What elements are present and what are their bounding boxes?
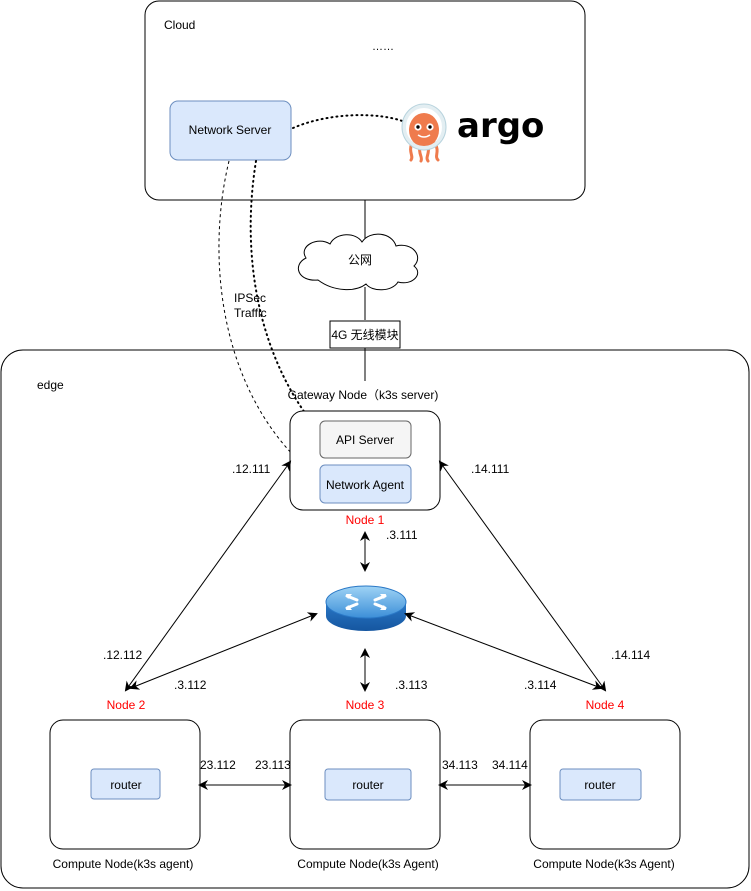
argo-octopus-icon (401, 103, 447, 163)
network-server-label: Network Server (189, 123, 272, 137)
argo-logo-text: argo (457, 106, 544, 146)
gateway-node4-arrow (438, 460, 607, 692)
compute-node-3-caption: Compute Node(k3s Agent) (297, 857, 438, 871)
ip-3-114: .3.114 (524, 678, 557, 692)
node4-label: Node 4 (586, 698, 625, 712)
api-server-label: API Server (336, 433, 394, 447)
ip-3-113: .3.113 (395, 678, 428, 692)
modem-box[interactable] (329, 320, 401, 349)
cloud-label: Cloud (164, 18, 195, 32)
network-server-box[interactable] (169, 100, 292, 161)
compute-node-4-caption: Compute Node(k3s Agent) (533, 857, 674, 871)
ip-14-111: .14.111 (471, 462, 510, 476)
router-label-node2: router (110, 778, 141, 792)
network-agent-label: Network Agent (326, 478, 405, 492)
ip-34-113: 34.113 (442, 758, 478, 772)
gateway-node2-arrow (124, 460, 292, 692)
router-label-node4: router (584, 778, 615, 792)
router-box-node2[interactable] (90, 768, 161, 800)
network-agent-box[interactable] (319, 464, 412, 504)
node2-label: Node 2 (107, 698, 146, 712)
node3-label: Node 3 (346, 698, 385, 712)
internet-cloud-shape (297, 233, 419, 291)
router-label-node3: router (352, 778, 383, 792)
internet-label: 公网 (348, 253, 372, 267)
ipsec-dashed-line (218, 160, 319, 479)
server-argo-link (292, 114, 406, 129)
router-box-node4[interactable] (559, 768, 642, 801)
ip-14-114: .14.114 (611, 648, 650, 662)
router-icon (325, 585, 407, 631)
ip-3-111: .3.111 (386, 528, 418, 542)
ip-12-111: .12.111 (232, 462, 271, 476)
edge-container (0, 349, 750, 889)
ip-34-114: 34.114 (492, 758, 528, 772)
node1-label: Node 1 (346, 513, 385, 527)
ipsec-dotted-line (249, 160, 319, 431)
ipsec-label-line2: Traffic (234, 306, 267, 320)
ip-23-113: 23.113 (255, 758, 291, 772)
gateway-title: Gateway Node（k3s server) (288, 388, 439, 402)
router-node2-arrow (129, 612, 318, 690)
cloud-ellipsis: …… (372, 41, 394, 53)
ip-23-112: 23.112 (200, 758, 236, 772)
api-server-box[interactable] (319, 420, 412, 459)
ip-3-112: .3.112 (174, 678, 207, 692)
ip-12-112: .12.112 (103, 648, 142, 662)
ipsec-label-line1: IPSec (234, 291, 266, 305)
router-box-node3[interactable] (324, 768, 412, 801)
edge-label: edge (37, 378, 64, 392)
router-node4-arrow (404, 612, 603, 690)
modem-label: 4G 无线模块 (331, 328, 398, 342)
compute-node-2-caption: Compute Node(k3s agent) (53, 857, 194, 871)
